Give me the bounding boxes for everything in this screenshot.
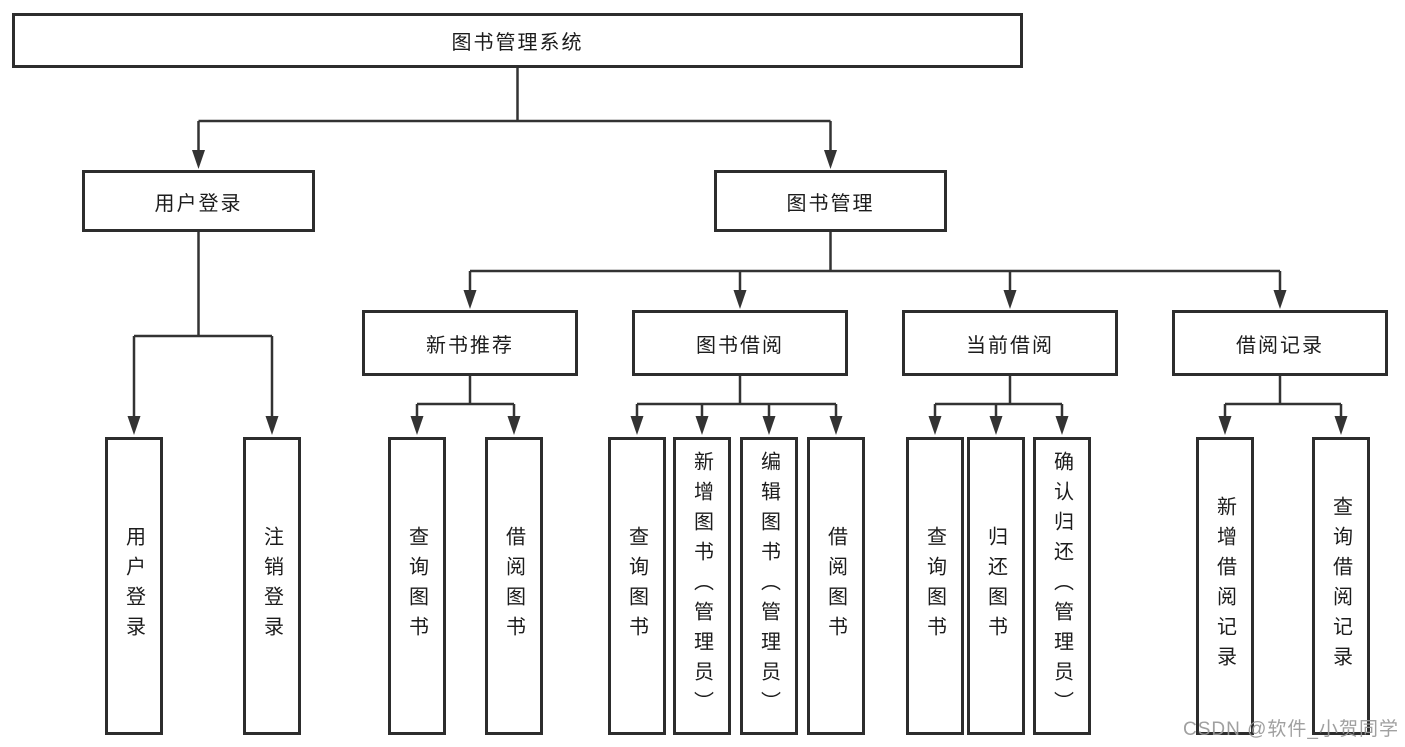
leaf-label: 新增借阅记录 — [1213, 496, 1236, 676]
leaf-label: 编辑图书（管理员） — [757, 451, 780, 721]
node-book-borrowing: 图书借阅 — [632, 310, 848, 376]
leaf-borrow-books: 借阅图书 — [807, 437, 865, 735]
leaf-label: 注销登录 — [260, 526, 283, 646]
node-new-book-recommend: 新书推荐 — [362, 310, 578, 376]
leaf-logout: 注销登录 — [243, 437, 301, 735]
node-label: 新书推荐 — [426, 334, 514, 357]
leaf-user-login: 用户登录 — [105, 437, 163, 735]
node-label: 借阅记录 — [1236, 334, 1324, 357]
node-borrowing-records: 借阅记录 — [1172, 310, 1388, 376]
leaf-edit-book-admin: 编辑图书（管理员） — [740, 437, 798, 735]
leaf-label: 用户登录 — [122, 526, 145, 646]
leaf-confirm-return-admin: 确认归还（管理员） — [1033, 437, 1091, 735]
leaf-label: 查询图书 — [625, 526, 648, 646]
leaf-label: 确认归还（管理员） — [1050, 451, 1073, 721]
node-library-management-system: 图书管理系统 — [12, 13, 1023, 68]
leaf-query-books-recommend: 查询图书 — [388, 437, 446, 735]
node-label: 图书管理系统 — [451, 32, 584, 54]
csdn-watermark: CSDN @软件_小贺同学 — [1183, 719, 1399, 740]
node-book-management: 图书管理 — [714, 170, 947, 232]
node-label: 图书管理 — [786, 192, 875, 215]
leaf-label: 借阅图书 — [502, 526, 525, 646]
node-label: 用户登录 — [154, 192, 243, 215]
leaf-label: 新增图书（管理员） — [690, 451, 713, 721]
leaf-label: 归还图书 — [984, 526, 1007, 646]
leaf-add-borrow-record: 新增借阅记录 — [1196, 437, 1254, 735]
node-label: 当前借阅 — [966, 334, 1054, 357]
leaf-query-books-current: 查询图书 — [906, 437, 964, 735]
node-user-login: 用户登录 — [82, 170, 315, 232]
leaf-add-book-admin: 新增图书（管理员） — [673, 437, 731, 735]
leaf-borrow-books-recommend: 借阅图书 — [485, 437, 543, 735]
leaf-label: 查询图书 — [923, 526, 946, 646]
leaf-query-books-borrowing: 查询图书 — [608, 437, 666, 735]
node-label: 图书借阅 — [696, 334, 784, 357]
leaf-label: 借阅图书 — [824, 526, 847, 646]
leaf-return-book: 归还图书 — [967, 437, 1025, 735]
leaf-label: 查询图书 — [405, 526, 428, 646]
arrowheads — [127, 150, 1348, 435]
leaf-query-borrow-record: 查询借阅记录 — [1312, 437, 1370, 735]
node-current-borrowing: 当前借阅 — [902, 310, 1118, 376]
leaf-label: 查询借阅记录 — [1329, 496, 1352, 676]
